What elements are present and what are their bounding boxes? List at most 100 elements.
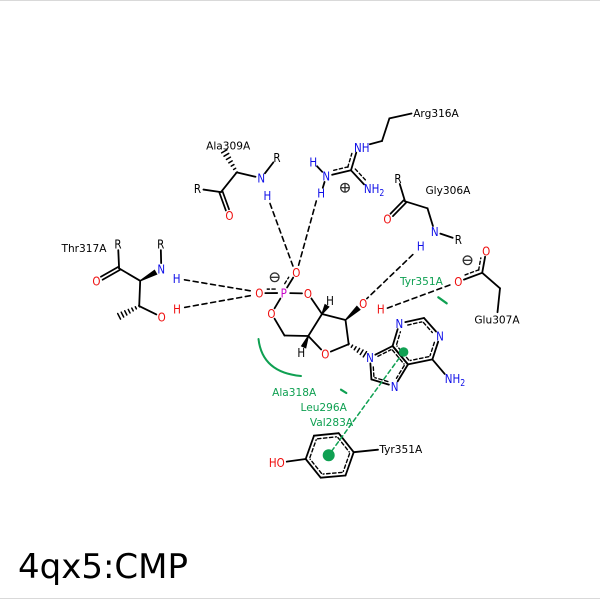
residue-label-thr317a-0: Thr317A	[60, 243, 107, 255]
atom-label-RThr1: R	[114, 237, 121, 252]
bond-P-O5	[273, 297, 282, 310]
adenine-pyrimidine-ring-aromatic-dash	[409, 355, 430, 362]
aromatic-centroid-dot-2	[322, 449, 335, 462]
bond-C4p-HC4-wedge	[300, 335, 309, 349]
bond-CaAla-MeAla-hash	[228, 160, 233, 164]
bond-CaAla-MeAla-hash	[223, 152, 230, 157]
atom-label-OGly: O	[383, 212, 391, 227]
adenine-pyrimidine-ring-edge	[431, 340, 440, 361]
atom-label-NAla: N	[257, 171, 265, 186]
bond-RGly1-CcGly	[398, 183, 406, 203]
adenine-pyrimidine-ring-aromatic-dash	[395, 331, 402, 345]
atom-label-OAla: O	[225, 208, 233, 223]
adenine-pyrimidine-ring-aromatic-dash	[422, 321, 434, 334]
arginine-plus-charge-circle	[339, 182, 350, 193]
residue-label-leu296a-8: Leu296A	[300, 402, 347, 414]
atom-label-OGluL: O	[454, 274, 462, 289]
bond-CcAla-OAla	[218, 191, 227, 212]
hbond-arg316-nh-to-phosphate-o	[297, 200, 318, 267]
bond-Cgb-ArgLbl	[388, 112, 413, 120]
atom-label-OThr: O	[92, 274, 100, 289]
residue-label-tyr351a-6: Tyr351A	[399, 276, 444, 288]
adenine-imidazole-ring-aromatic-dash	[372, 363, 375, 378]
bond-C3p-C2p	[321, 313, 347, 321]
atom-label-P: P	[281, 286, 287, 301]
bond-Cgua-Narg	[331, 169, 352, 176]
tyrosine-phenol-ring-aromatic-dash	[342, 452, 351, 473]
bond-O3-C3p	[310, 297, 323, 315]
bond-C1p-N9-hash	[353, 346, 357, 351]
top-border-line	[0, 0, 600, 1]
bond-C6-NH2ade	[431, 358, 446, 375]
bond-CaAla-MeAla-hash	[220, 148, 228, 154]
tyrosine-phenol-ring-edge	[304, 458, 322, 479]
tyrosine-phenol-ring-edge	[344, 451, 355, 477]
atom-label-Htl: H	[309, 155, 317, 170]
bond-Ph1-HOph	[285, 458, 307, 463]
tyrosine-phenol-ring-edge	[319, 474, 347, 479]
bond-Narg-Htl	[316, 165, 324, 173]
atom-label-NGly: N	[431, 224, 439, 239]
bond-C5p-C4p	[283, 334, 310, 337]
atom-label-HOph: HO	[269, 455, 285, 470]
atom-label-N9: N	[366, 350, 374, 365]
bond-C2p-C1p	[344, 319, 350, 346]
adenine-pyrimidine-ring-aromatic-dash	[429, 341, 436, 357]
arginine-plus-charge	[339, 182, 350, 193]
bond-Cgua-NH2arg-resonance	[354, 168, 367, 181]
tyrosine-phenol-ring-aromatic-dash	[337, 436, 350, 453]
adenine-pyrimidine-ring-edge	[391, 328, 399, 347]
bond-C1p-N9-hash	[356, 347, 361, 353]
bond-CbThr-MeThr-hash	[123, 310, 128, 316]
ala318-contact-arc	[257, 338, 302, 377]
bond-CaAla-MeAla-hash	[232, 167, 237, 171]
bond-C1p-N9-hash	[350, 344, 354, 349]
bond-C1p-N9-hash	[362, 350, 368, 358]
structure-title: 4qx5:CMP	[18, 547, 188, 587]
adenine-imidazole-ring-aromatic-dash	[377, 349, 392, 357]
atom-label-HGly: H	[417, 239, 425, 254]
bond-Cga-Cgb	[381, 117, 391, 142]
residue-label-val283a-9: Val283A	[310, 417, 354, 429]
bond-CH2Gly-NGly	[426, 207, 434, 227]
phosphate-minus-charge-circle	[269, 272, 280, 283]
bond-CcGly-OGly	[389, 199, 405, 215]
glutamate-minus-charge-circle	[462, 255, 473, 266]
atom-label-NThr: N	[157, 262, 165, 277]
atom-label-RAla1: R	[194, 181, 201, 196]
bond-Cgua-NHarg	[350, 151, 358, 172]
bond-CaAla-MeAla-hash	[230, 163, 235, 167]
atom-label-RGly2: R	[455, 232, 462, 247]
hbond-ribose-o2h-to-glu307-o	[386, 283, 453, 309]
tyrosine-phenol-ring-aromatic-dash	[309, 439, 317, 459]
atom-label-HO2p: H	[377, 302, 385, 317]
pi-stacking-line	[327, 351, 405, 456]
bond-CbThr-MeThr-hash	[131, 307, 134, 312]
atom-label-RGly1: R	[394, 171, 401, 186]
adenine-pyrimidine-ring-edge	[423, 317, 437, 333]
atom-label-HAla: H	[264, 188, 272, 203]
bond-CaAla-MeAla-hash	[225, 156, 232, 161]
bond-C3p-C4p	[307, 313, 323, 337]
bond-Ph4-TyrLbl	[352, 448, 379, 454]
bond-CbThr-MeThr-hash	[134, 305, 138, 310]
atom-label-O2p: O	[359, 296, 367, 311]
bond-CcGlu-OGluT	[481, 255, 487, 274]
bond-O5-C5p	[273, 317, 286, 337]
aromatic-centroid-dot-1	[398, 347, 409, 357]
adenine-pyrimidine-ring-edge	[407, 358, 434, 366]
adenine-imidazole-ring-edge	[374, 345, 394, 356]
tyrosine-phenol-ring-aromatic-dash	[322, 471, 343, 475]
atom-label-OThrOH: O	[158, 310, 166, 325]
adenine-imidazole-ring-edge	[396, 363, 409, 383]
adenine-imidazole-ring-edge	[370, 378, 390, 386]
atom-label-RAla2: R	[273, 150, 280, 165]
residue-label-ala309a-1: Ala309A	[206, 140, 251, 152]
residue-label-tyr351a-5: Tyr351A	[378, 444, 423, 456]
bond-CbThr-OThrOH	[138, 305, 158, 316]
glutamate-minus-charge	[462, 255, 473, 266]
phosphate-minus-charge	[269, 272, 280, 283]
tyrosine-phenol-ring-edge	[337, 432, 355, 454]
hbond-ala309-nh-to-phosphate-o	[269, 202, 295, 268]
